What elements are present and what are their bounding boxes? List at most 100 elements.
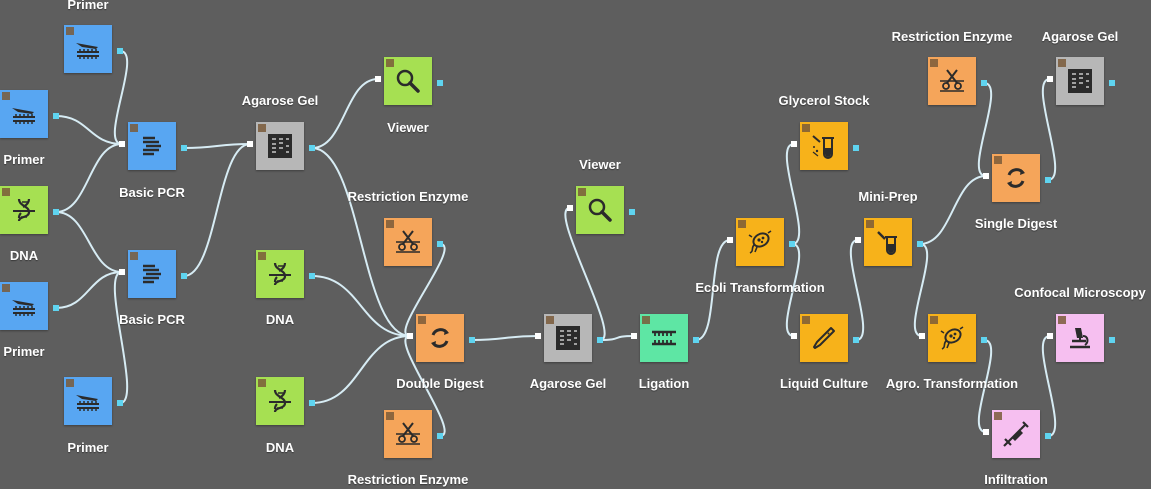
input-port[interactable] [791, 333, 797, 339]
microscopy-node[interactable] [1056, 314, 1104, 362]
output-port[interactable] [437, 433, 443, 439]
input-port[interactable] [983, 173, 989, 179]
output-port[interactable] [1109, 80, 1115, 86]
primer-node[interactable] [64, 377, 112, 425]
output-port[interactable] [629, 209, 635, 215]
input-port[interactable] [407, 333, 413, 339]
primer-node[interactable] [0, 90, 48, 138]
primer-node[interactable] [0, 282, 48, 330]
node-label: DNA [265, 440, 295, 455]
node-status-marker [994, 412, 1002, 420]
output-port[interactable] [1045, 177, 1051, 183]
pcr-node[interactable] [128, 122, 176, 170]
transformation-node[interactable] [928, 314, 976, 362]
gel-node[interactable] [256, 122, 304, 170]
output-port[interactable] [469, 337, 475, 343]
dna-icon [266, 260, 294, 288]
output-port[interactable] [309, 273, 315, 279]
dna-node[interactable] [256, 377, 304, 425]
primer-icon [74, 387, 102, 415]
input-port[interactable] [375, 76, 381, 82]
restriction-enzyme-node[interactable] [384, 410, 432, 458]
pipette-icon [810, 324, 838, 352]
input-port[interactable] [855, 237, 861, 243]
output-port[interactable] [917, 241, 923, 247]
viewer-node[interactable] [576, 186, 624, 234]
gel-icon [554, 324, 582, 352]
node-label: Single Digest [974, 216, 1058, 231]
output-port[interactable] [853, 337, 859, 343]
node-status-marker [738, 220, 746, 228]
connection-wire [913, 243, 929, 337]
output-port[interactable] [117, 400, 123, 406]
pcr-node[interactable] [128, 250, 176, 298]
digest-node[interactable] [416, 314, 464, 362]
output-port[interactable] [853, 145, 859, 151]
node-status-marker [258, 252, 266, 260]
node-status-marker [930, 59, 938, 67]
scissors-icon [394, 228, 422, 256]
microscope-icon [1066, 324, 1094, 352]
input-port[interactable] [535, 333, 541, 339]
input-port[interactable] [1047, 76, 1053, 82]
output-port[interactable] [437, 80, 443, 86]
output-port[interactable] [437, 241, 443, 247]
input-port[interactable] [1047, 333, 1053, 339]
output-port[interactable] [53, 305, 59, 311]
output-port[interactable] [309, 145, 315, 151]
connection-wire [471, 335, 539, 341]
input-port[interactable] [631, 333, 637, 339]
gel-node[interactable] [1056, 57, 1104, 105]
node-label: Glycerol Stock [778, 93, 870, 108]
ligation-node[interactable] [640, 314, 688, 362]
node-label: Agarose Gel [241, 93, 319, 108]
output-port[interactable] [789, 241, 795, 247]
node-status-marker [418, 316, 426, 324]
tube-icon [810, 132, 838, 160]
viewer-node[interactable] [384, 57, 432, 105]
liquid-culture-node[interactable] [800, 314, 848, 362]
output-port[interactable] [53, 209, 59, 215]
input-port[interactable] [567, 205, 573, 211]
connection-wire [311, 335, 411, 404]
input-port[interactable] [791, 141, 797, 147]
gel-node[interactable] [544, 314, 592, 362]
connection-wire [55, 271, 123, 309]
pcr-icon [138, 260, 166, 288]
output-port[interactable] [1109, 337, 1115, 343]
node-label: Mini-Prep [858, 189, 918, 204]
glycerol-stock-node[interactable] [800, 122, 848, 170]
mini-prep-node[interactable] [864, 218, 912, 266]
output-port[interactable] [693, 337, 699, 343]
infiltration-node[interactable] [992, 410, 1040, 458]
magnifier-icon [586, 196, 614, 224]
output-port[interactable] [117, 48, 123, 54]
dna-node[interactable] [0, 186, 48, 234]
restriction-enzyme-node[interactable] [384, 218, 432, 266]
pcr-icon [138, 132, 166, 160]
output-port[interactable] [981, 80, 987, 86]
transformation-node[interactable] [736, 218, 784, 266]
output-port[interactable] [181, 145, 187, 151]
output-port[interactable] [53, 113, 59, 119]
output-port[interactable] [1045, 433, 1051, 439]
primer-node[interactable] [64, 25, 112, 73]
output-port[interactable] [181, 273, 187, 279]
input-port[interactable] [119, 141, 125, 147]
node-label: Confocal Microscopy [1014, 285, 1146, 300]
input-port[interactable] [119, 269, 125, 275]
output-port[interactable] [597, 337, 603, 343]
input-port[interactable] [727, 237, 733, 243]
gel-icon [266, 132, 294, 160]
dna-node[interactable] [256, 250, 304, 298]
output-port[interactable] [981, 337, 987, 343]
input-port[interactable] [983, 429, 989, 435]
connection-wire [113, 50, 129, 145]
magnifier-icon [394, 67, 422, 95]
output-port[interactable] [309, 400, 315, 406]
connection-wire [55, 115, 123, 145]
input-port[interactable] [919, 333, 925, 339]
input-port[interactable] [247, 141, 253, 147]
digest-node[interactable] [992, 154, 1040, 202]
restriction-enzyme-node[interactable] [928, 57, 976, 105]
